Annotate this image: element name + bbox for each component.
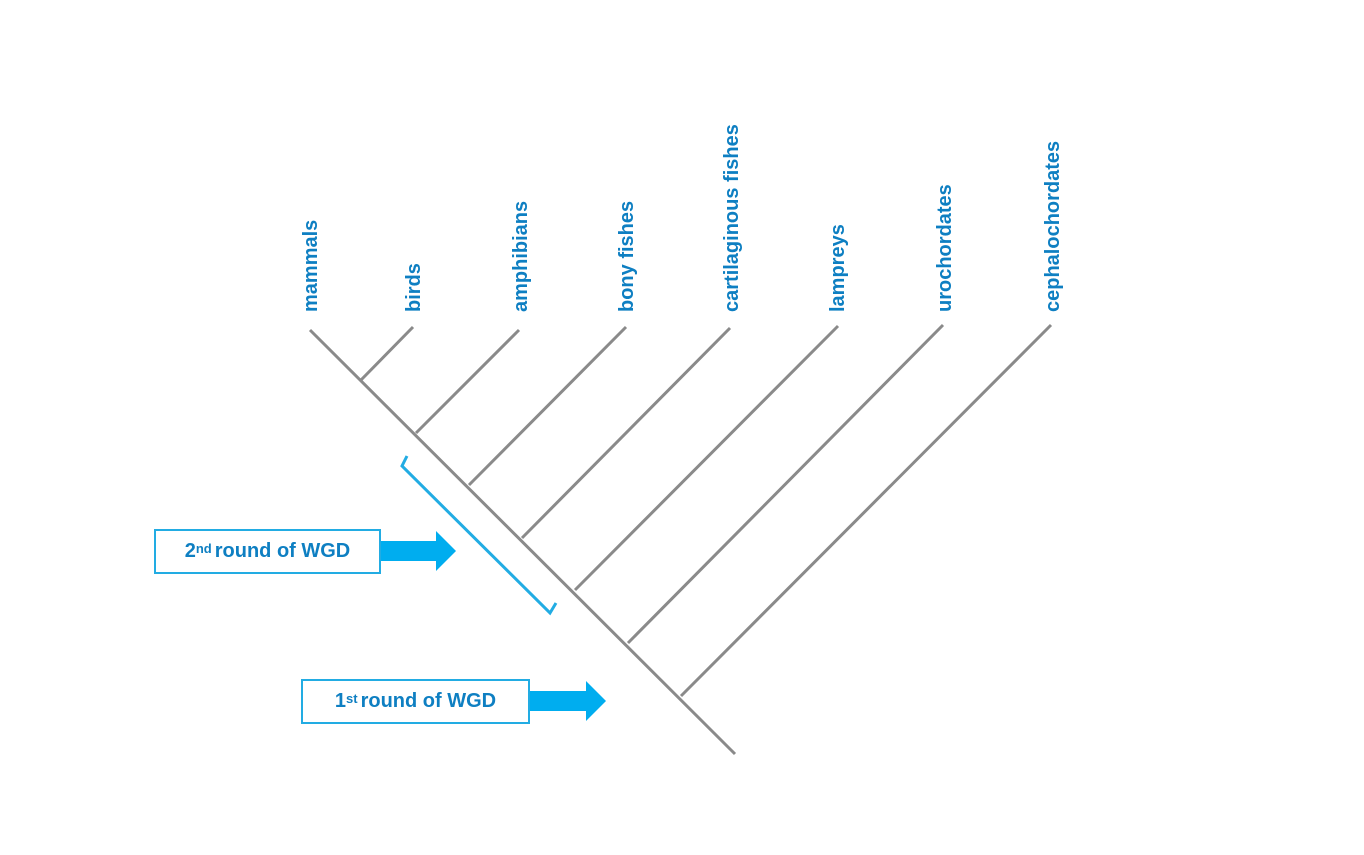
tree-branch-lampreys — [573, 324, 840, 592]
taxon-label-bony-fishes: bony fishes — [616, 200, 638, 312]
taxon-label-lampreys: lampreys — [827, 224, 849, 312]
second-wgd-ordinal: nd — [195, 541, 212, 556]
tree-branch-urochordates — [626, 323, 945, 645]
taxon-label-urochordates: urochordates — [934, 184, 956, 312]
tree-spine — [308, 328, 737, 756]
second-wgd-number: 2 — [184, 540, 196, 562]
taxon-label-cartilaginous-fishes: cartilaginous fishes — [721, 124, 743, 312]
taxon-label-mammals: mammals — [300, 219, 322, 312]
tree-branches — [308, 323, 1053, 756]
tree-branch-bony-fishes — [467, 325, 628, 487]
taxon-label-birds: birds — [403, 263, 425, 312]
first-wgd-number: 1 — [334, 690, 347, 712]
tree-branch-cephalochordates — [679, 323, 1053, 698]
arrow-second-wgd — [380, 531, 456, 571]
first-wgd-text: round of WGD — [360, 690, 497, 712]
second-wgd-text: round of WGD — [214, 540, 351, 562]
taxon-label-amphibians: amphibians — [510, 200, 532, 312]
tree-branch-birds — [359, 325, 415, 382]
wgd-bracket — [400, 455, 558, 616]
first-wgd-ordinal: st — [346, 691, 358, 706]
taxon-label-cephalochordates: cephalochordates — [1042, 140, 1064, 312]
arrow-first-wgd — [529, 681, 606, 721]
tree-branch-amphibians — [414, 328, 521, 435]
tree-branch-cartilaginous-fishes — [520, 326, 732, 540]
